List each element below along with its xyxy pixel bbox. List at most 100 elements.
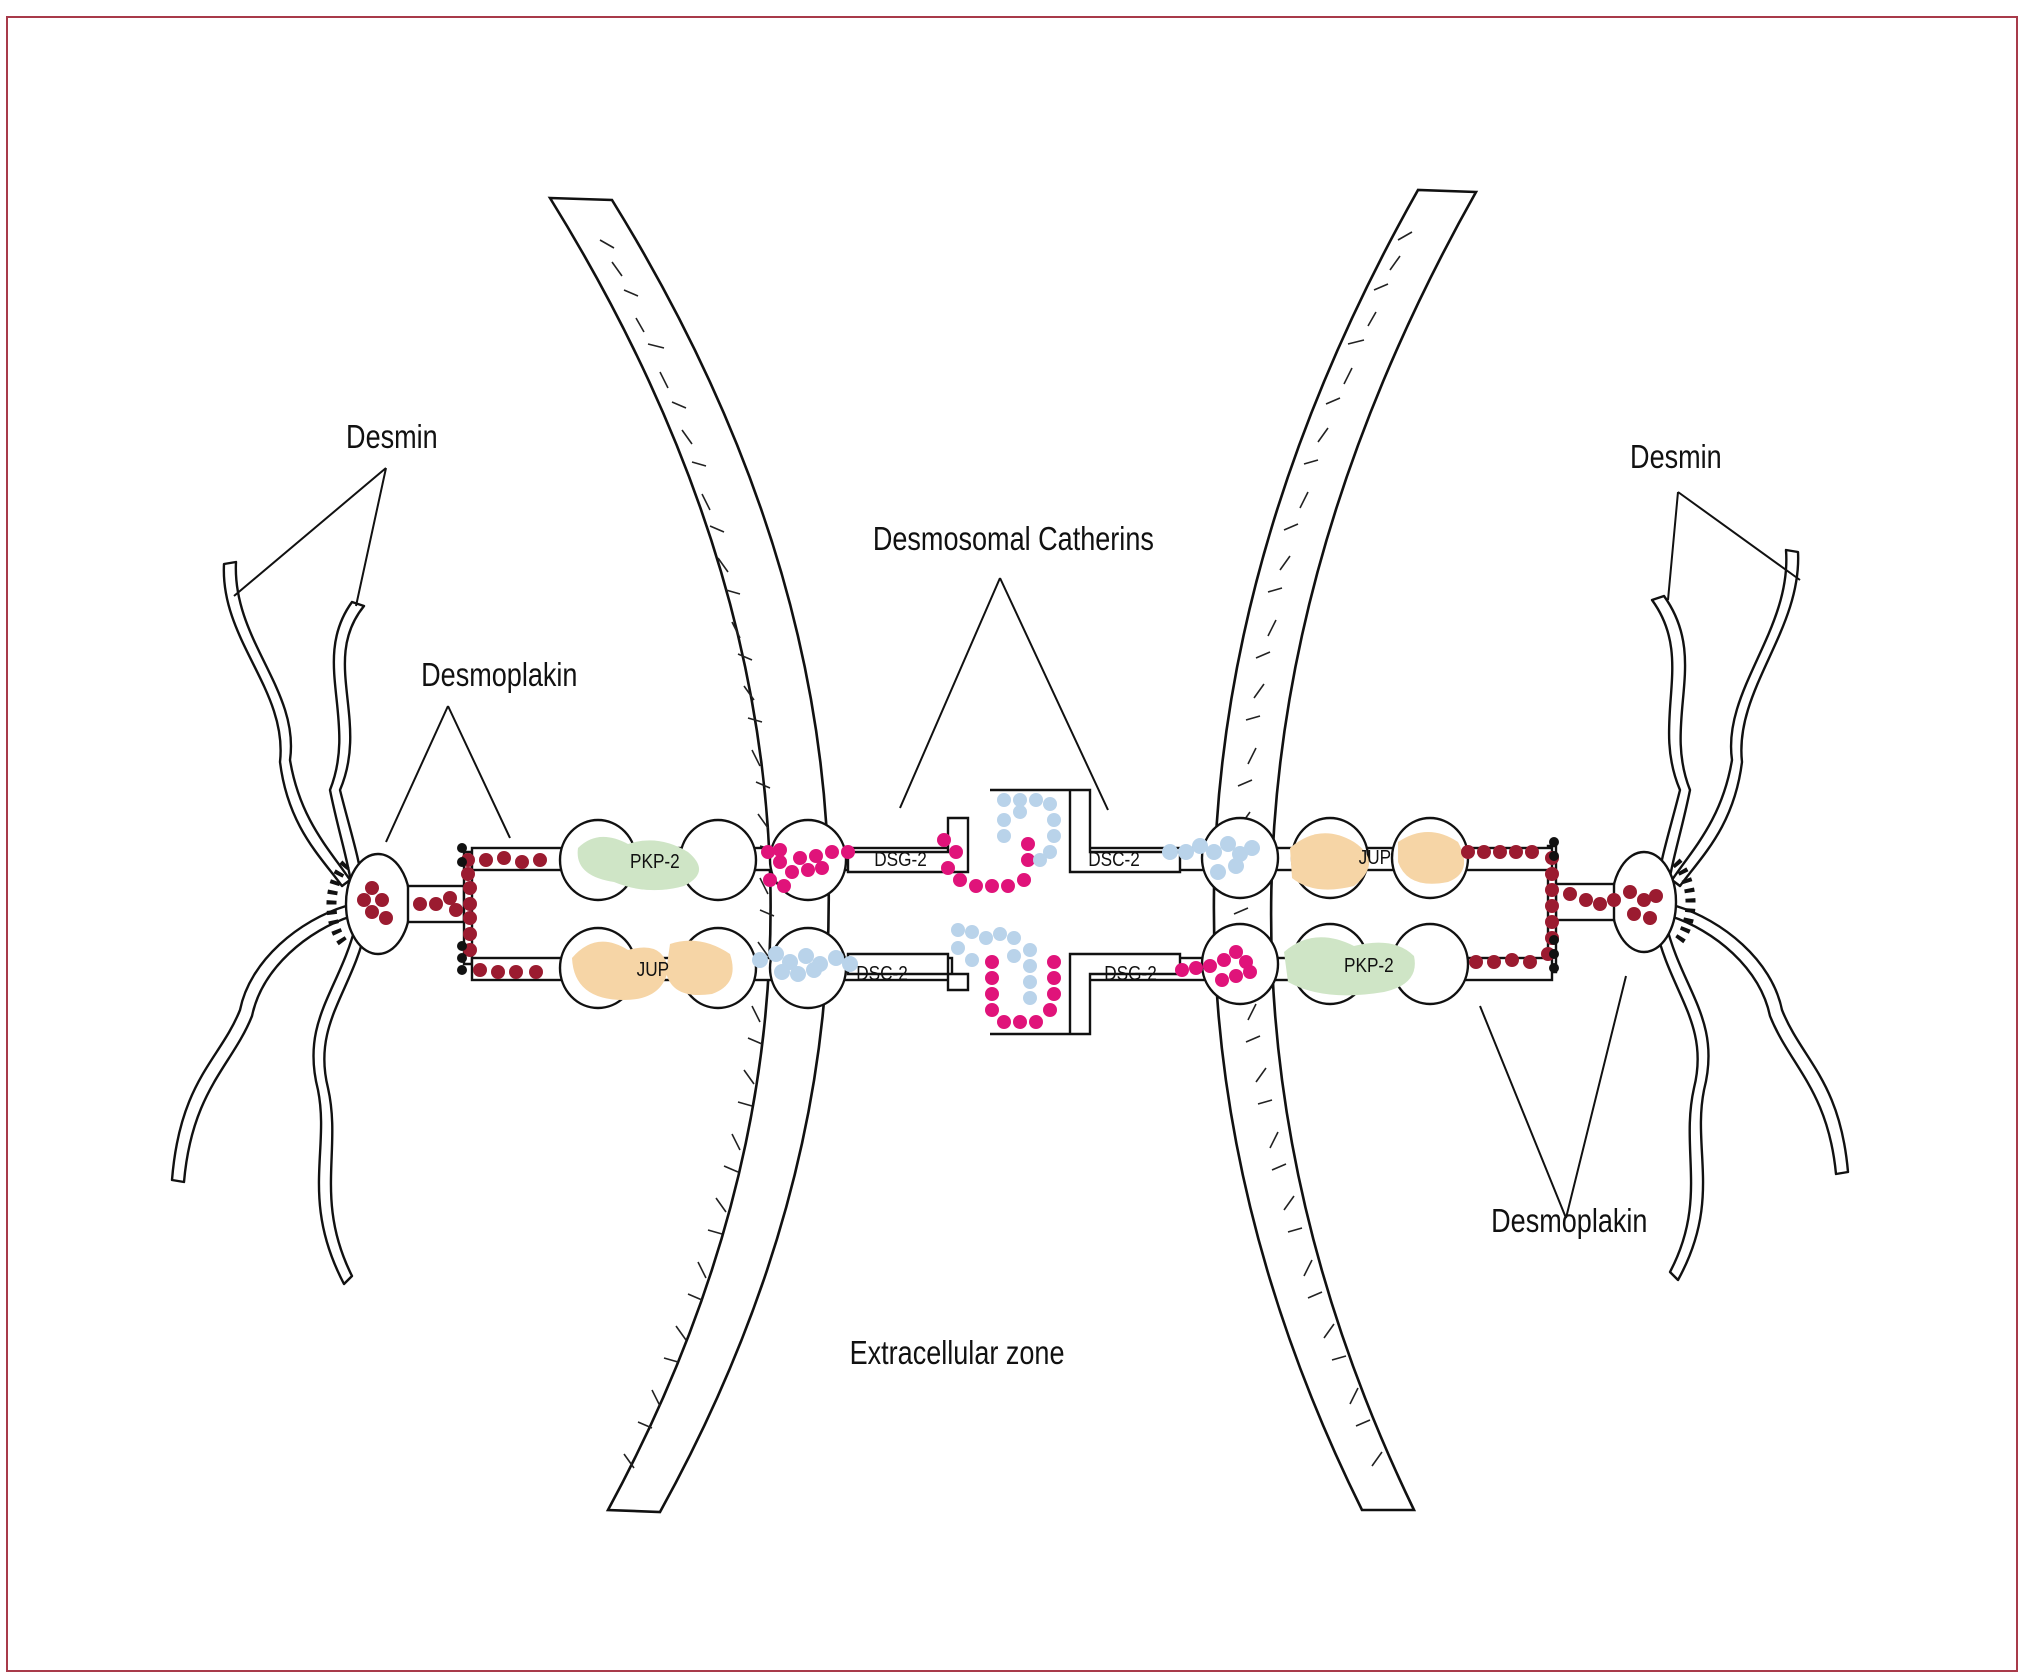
cadherin-bead xyxy=(793,851,807,865)
jup-right: JUP xyxy=(1200,816,1470,900)
cadherin-bead xyxy=(1189,961,1203,975)
right-membrane xyxy=(1212,188,1479,1512)
desmoplakin-bead xyxy=(491,965,505,979)
pkp2-right-label: PKP-2 xyxy=(1344,954,1394,977)
cadherin-bead xyxy=(1047,813,1061,827)
desmin-left-label: Desmin xyxy=(346,420,438,456)
cadherin-bead xyxy=(842,956,858,972)
cadherin-bead xyxy=(1244,840,1260,856)
cadherin-bead xyxy=(1043,845,1057,859)
desmoplakin-bead xyxy=(509,965,523,979)
cadherin-bead xyxy=(985,971,999,985)
desmoplakin-right-label: Desmoplakin xyxy=(1491,1204,1647,1240)
cadherin-bead xyxy=(1023,991,1037,1005)
anchor-dot xyxy=(1549,837,1559,847)
cadherin-bead xyxy=(1203,959,1217,973)
cadherin-bead xyxy=(1043,1003,1057,1017)
protein-beads xyxy=(357,793,1663,1029)
desmoplakin-bead xyxy=(497,851,511,865)
anchor-dot xyxy=(457,941,467,951)
cadherin-bead xyxy=(1229,969,1243,983)
anchor-dot xyxy=(457,843,467,853)
desmoplakin-bead xyxy=(1623,885,1637,899)
jup-left: JUP xyxy=(558,926,848,1010)
cadherin-bead xyxy=(965,925,979,939)
desmoplakin-bead xyxy=(533,853,547,867)
desmoplakin-bead xyxy=(1637,893,1651,907)
desmoplakin-left-label: Desmoplakin xyxy=(421,658,577,694)
desmoplakin-bead xyxy=(461,867,475,881)
cadherin-bead xyxy=(953,873,967,887)
cadherin-bead xyxy=(985,987,999,1001)
anchor-dot xyxy=(1549,935,1559,945)
cadherin-bead xyxy=(969,879,983,893)
desmoplakin-bead xyxy=(1579,893,1593,907)
cadherin-bead xyxy=(773,843,787,857)
desmoplakin-bead xyxy=(375,893,389,907)
left-membrane xyxy=(547,196,831,1514)
cadherin-bead xyxy=(951,941,965,955)
cadherin-bead xyxy=(1013,1015,1027,1029)
cadherin-bead xyxy=(997,813,1011,827)
desmoplakin-bead xyxy=(1563,887,1577,901)
dsc2-bottom-label: DSC-2 xyxy=(856,962,908,985)
cadherin-bead xyxy=(1007,949,1021,963)
cadherin-bead xyxy=(1210,864,1226,880)
desmoplakin-bead xyxy=(357,893,371,907)
desmoplakin-bead xyxy=(1649,889,1663,903)
cadherin-bead xyxy=(1021,853,1035,867)
desmoplakin-bead xyxy=(1643,911,1657,925)
cadherin-bead xyxy=(815,861,829,875)
cadherin-bead xyxy=(979,931,993,945)
desmoplakin-bead xyxy=(463,911,477,925)
cadherin-bead xyxy=(801,863,815,877)
cadherin-bead xyxy=(777,879,791,893)
cadherin-bead xyxy=(1029,1015,1043,1029)
cadherin-bead xyxy=(1192,838,1208,854)
cadherin-bead xyxy=(985,955,999,969)
cadherin-bead xyxy=(1217,953,1231,967)
desmoplakin-bead xyxy=(1493,845,1507,859)
pkp2-left-label: PKP-2 xyxy=(630,850,680,873)
cadherin-bead xyxy=(997,829,1011,843)
cadherin-bead xyxy=(790,966,806,982)
anchor-dot xyxy=(1549,851,1559,861)
cadherin-bead xyxy=(1220,836,1236,852)
desmoplakin-bead xyxy=(479,853,493,867)
cadherin-bead xyxy=(1023,975,1037,989)
cadherin-bead xyxy=(1228,858,1244,874)
cadherin-bead xyxy=(1029,793,1043,807)
desmoplakin-bead xyxy=(1525,845,1539,859)
cadherin-bead xyxy=(761,845,775,859)
cadherin-bead xyxy=(1013,793,1027,807)
extracellular-zone-label: Extracellular zone xyxy=(850,1336,1065,1372)
desmoplakin-bead xyxy=(413,897,427,911)
desmoplakin-bead xyxy=(1545,899,1559,913)
cadherin-bead xyxy=(1001,879,1015,893)
cadherin-bead xyxy=(798,948,814,964)
jup-right-label: JUP xyxy=(1359,846,1391,869)
cadherin-bead xyxy=(937,833,951,847)
cadherin-bead xyxy=(1007,931,1021,945)
cadherin-bottom: DSC-2 DSG-2 xyxy=(846,952,1182,1036)
dsg2-top-label: DSG-2 xyxy=(874,848,927,871)
cadherin-bead xyxy=(1206,844,1222,860)
anchor-dot xyxy=(1549,963,1559,973)
cadherin-bead xyxy=(1013,805,1027,819)
cadherin-bead xyxy=(949,845,963,859)
desmoplakin-bead xyxy=(1545,915,1559,929)
desmoplakin-bead xyxy=(463,927,477,941)
cadherin-bead xyxy=(806,962,822,978)
anchor-dot xyxy=(457,965,467,975)
cadherin-bead xyxy=(1023,943,1037,957)
desmoplakin-bead xyxy=(365,905,379,919)
desmoplakin-bead xyxy=(429,897,443,911)
desmin-filaments-right xyxy=(1650,548,1850,1282)
desmoplakin-bead xyxy=(1509,845,1523,859)
cadherin-bead xyxy=(828,950,844,966)
desmosomal-catherins-label: Desmosomal Catherins xyxy=(873,522,1154,558)
dsc2-top-label: DSC-2 xyxy=(1088,848,1140,871)
cadherin-bead xyxy=(1215,973,1229,987)
desmoplakin-bead xyxy=(1477,845,1491,859)
desmoplakin-bead xyxy=(473,963,487,977)
